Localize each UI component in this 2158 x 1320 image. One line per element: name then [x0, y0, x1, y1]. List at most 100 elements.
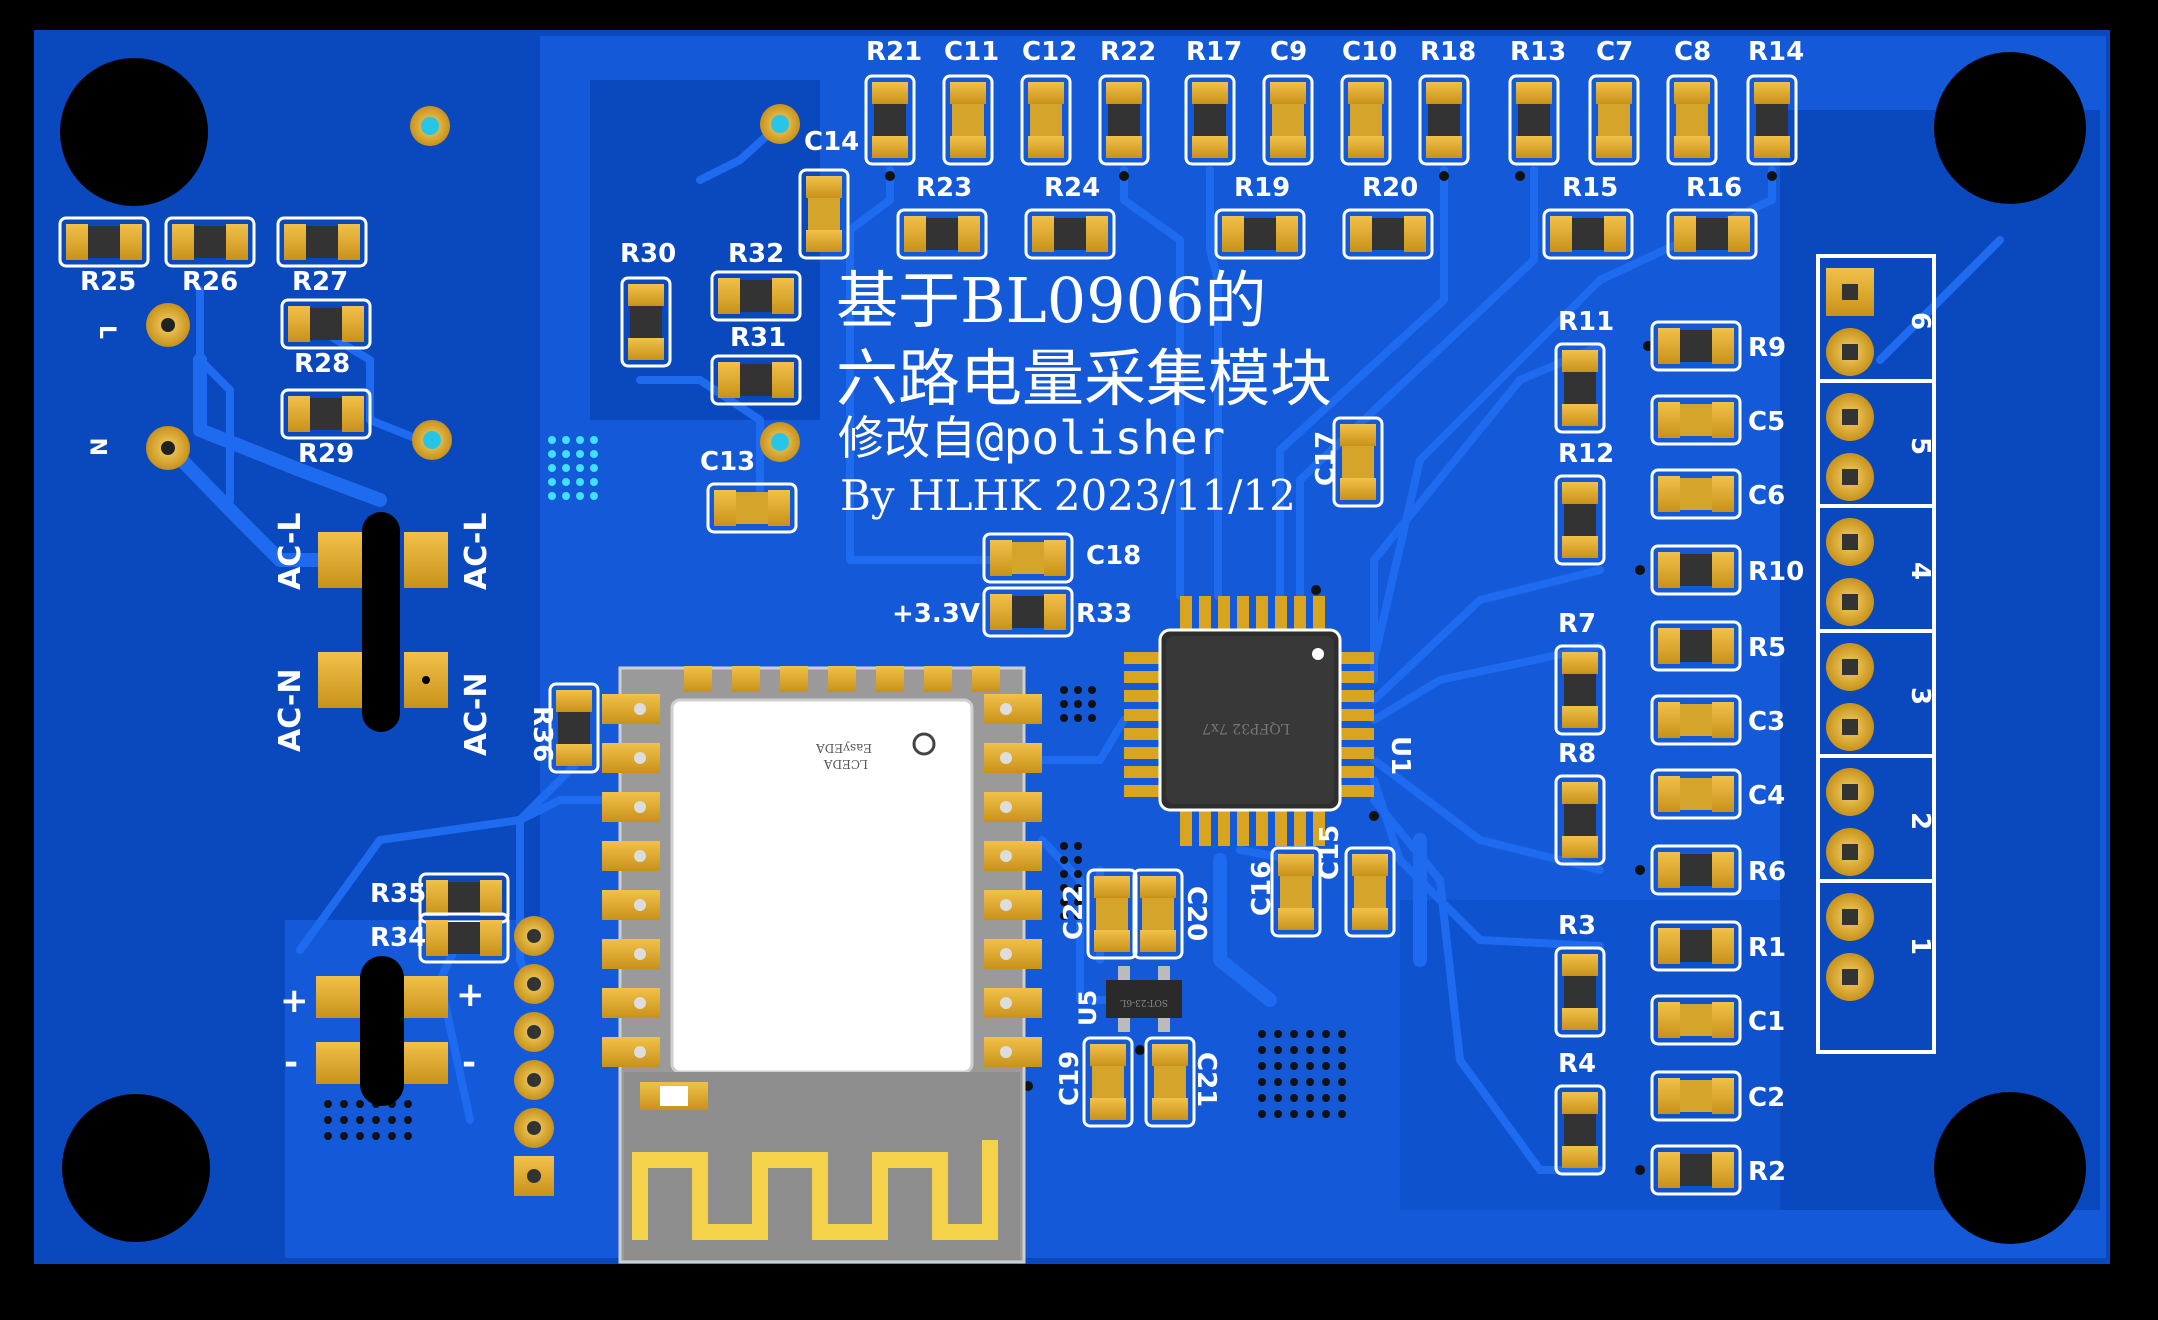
part-body	[1680, 1080, 1712, 1112]
part-pad	[1562, 1092, 1598, 1114]
label-c19: C19	[1055, 1051, 1085, 1106]
part-outline	[1666, 74, 1718, 166]
part-body	[310, 308, 342, 340]
chip-pin	[1256, 806, 1268, 846]
via	[372, 1116, 380, 1124]
label-r2: R2	[1748, 1157, 1786, 1187]
via	[356, 1116, 364, 1124]
via	[576, 450, 584, 458]
module-pad-right	[984, 890, 1042, 920]
part-outline	[1262, 74, 1314, 166]
chip-pin	[1124, 690, 1164, 702]
part-outline	[1024, 208, 1116, 260]
part-outline	[1746, 74, 1798, 166]
label-r16: R16	[1686, 173, 1742, 203]
part-pad	[1728, 216, 1750, 252]
chip-pin	[1199, 806, 1211, 846]
part-r4	[1554, 1084, 1606, 1176]
label-c6: C6	[1748, 481, 1785, 511]
part-pad	[1276, 216, 1298, 252]
label-r26: R26	[182, 267, 238, 297]
part-outline	[164, 216, 256, 268]
part-pad	[772, 278, 794, 314]
part-r11	[1554, 342, 1606, 434]
part-body	[1092, 1066, 1124, 1098]
easyeda-logo-icon	[912, 732, 936, 756]
chip-pin	[1199, 596, 1211, 636]
part-body	[1012, 596, 1044, 628]
part-pad	[1340, 478, 1376, 500]
part-r27	[276, 216, 368, 268]
part-pad	[1106, 136, 1142, 158]
trace	[1370, 566, 1604, 704]
via	[1258, 1030, 1266, 1038]
via	[1074, 870, 1082, 878]
module-pad-right	[984, 841, 1042, 871]
via	[1258, 1046, 1266, 1054]
via	[1074, 686, 1082, 694]
connector-outline	[1816, 254, 1936, 1054]
via	[1060, 686, 1068, 694]
via	[1060, 700, 1068, 708]
module-pad-hole	[634, 801, 646, 813]
via	[1439, 171, 1449, 181]
part-pad	[342, 306, 364, 342]
dc-slot	[360, 956, 404, 1106]
label-r23: R23	[916, 173, 972, 203]
header-hole	[527, 977, 541, 991]
via	[1322, 1046, 1330, 1054]
part-outline	[548, 682, 600, 774]
part-pad	[904, 216, 926, 252]
part-outline	[1344, 846, 1396, 938]
label-r21: R21	[866, 37, 922, 67]
part-pad	[1352, 908, 1388, 930]
via	[576, 492, 584, 500]
part-outline	[1340, 74, 1392, 166]
label-r33: R33	[1076, 599, 1132, 629]
part-pad	[1754, 136, 1790, 158]
part-pad	[718, 362, 740, 398]
via	[1274, 1078, 1282, 1086]
chip-pin	[1124, 766, 1164, 778]
module-pad-top	[684, 666, 712, 692]
part-c22	[1086, 868, 1138, 960]
label-r14: R14	[1748, 37, 1804, 67]
header-hole	[527, 1073, 541, 1087]
part-body	[1154, 1066, 1186, 1098]
part-body	[1572, 218, 1604, 250]
trace	[1276, 166, 1448, 600]
part-c6	[1650, 468, 1742, 520]
via	[1338, 1078, 1346, 1086]
trace	[316, 326, 424, 444]
part-pad	[120, 224, 142, 260]
module-pad-left	[602, 792, 660, 822]
part-body	[926, 218, 958, 250]
part-body	[1108, 104, 1140, 136]
part-body	[1680, 778, 1712, 810]
part-pad	[1712, 1002, 1734, 1038]
part-outline	[1332, 416, 1384, 508]
hole-center	[423, 431, 441, 449]
part-pad	[1562, 836, 1598, 858]
chip-pin	[1124, 785, 1164, 797]
label-r24: R24	[1044, 173, 1100, 203]
part-pad	[1352, 854, 1388, 876]
module-pad-hole	[1000, 1046, 1012, 1058]
via	[1258, 1062, 1266, 1070]
mount-hole-tr	[1934, 52, 2086, 204]
dc-minus-pad-left	[316, 1042, 360, 1084]
via	[1258, 1078, 1266, 1086]
part-body	[1680, 930, 1712, 962]
part-c21	[1144, 1036, 1196, 1128]
label-c2: C2	[1748, 1083, 1785, 1113]
connector-channel-label: 6	[1905, 312, 1935, 330]
part-outline	[1144, 1036, 1196, 1128]
module-pad-hole	[1000, 997, 1012, 1009]
chip-pin	[1334, 747, 1374, 759]
part-outline	[1082, 1036, 1134, 1128]
part-body	[1564, 976, 1596, 1008]
part-r9	[1650, 320, 1742, 372]
via	[372, 1132, 380, 1140]
label-c12: C12	[1022, 37, 1077, 67]
part-pad	[1562, 954, 1598, 976]
